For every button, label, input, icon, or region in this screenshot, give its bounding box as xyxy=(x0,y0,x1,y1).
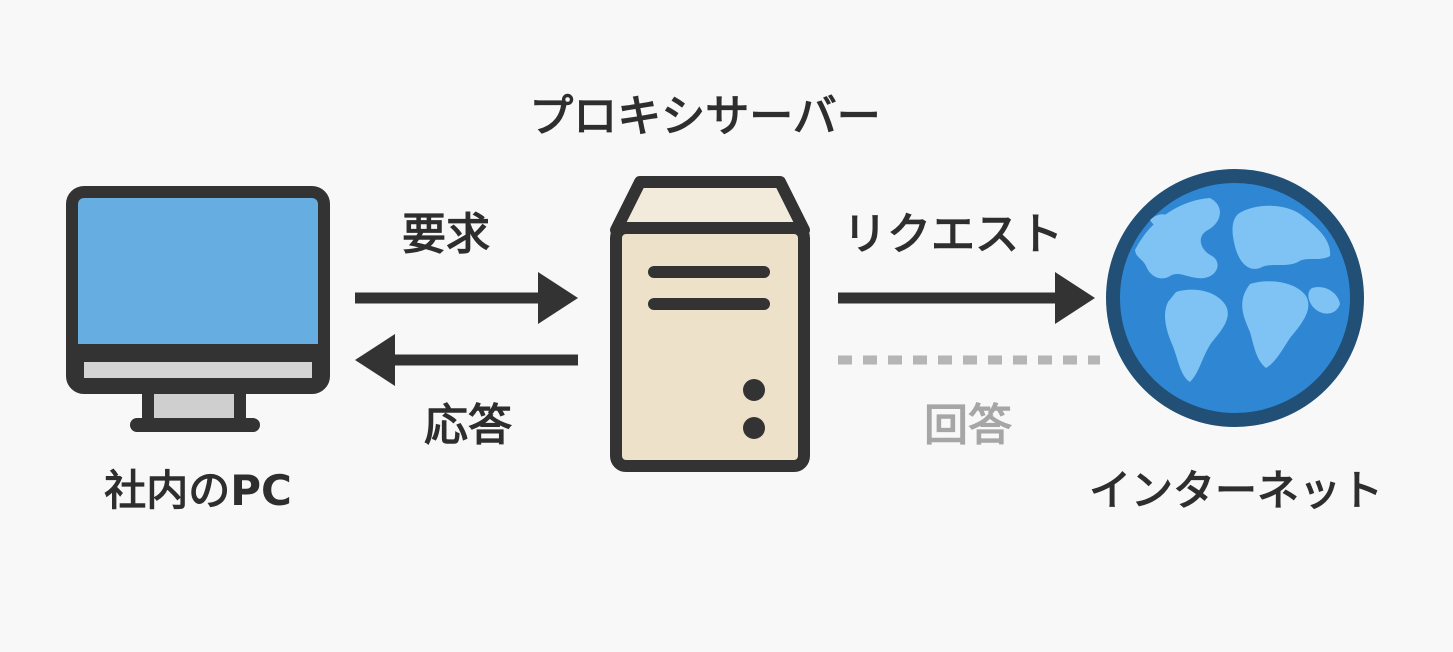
forward-request-arrow xyxy=(838,272,1095,324)
server-tower-icon xyxy=(610,176,810,472)
forward-request-label: リクエスト xyxy=(843,209,1063,260)
request-label: 要求 xyxy=(402,209,490,260)
pc-label: 社内のPC xyxy=(104,466,292,515)
monitor-icon xyxy=(66,186,330,432)
response-arrow xyxy=(355,334,578,386)
response-label: 応答 xyxy=(424,400,512,451)
globe-icon xyxy=(1106,169,1364,427)
request-arrow xyxy=(355,272,578,324)
internet-label: インターネット xyxy=(1088,466,1384,515)
reply-label: 回答 xyxy=(924,400,1012,451)
diagram-title: プロキシサーバー xyxy=(529,91,881,142)
